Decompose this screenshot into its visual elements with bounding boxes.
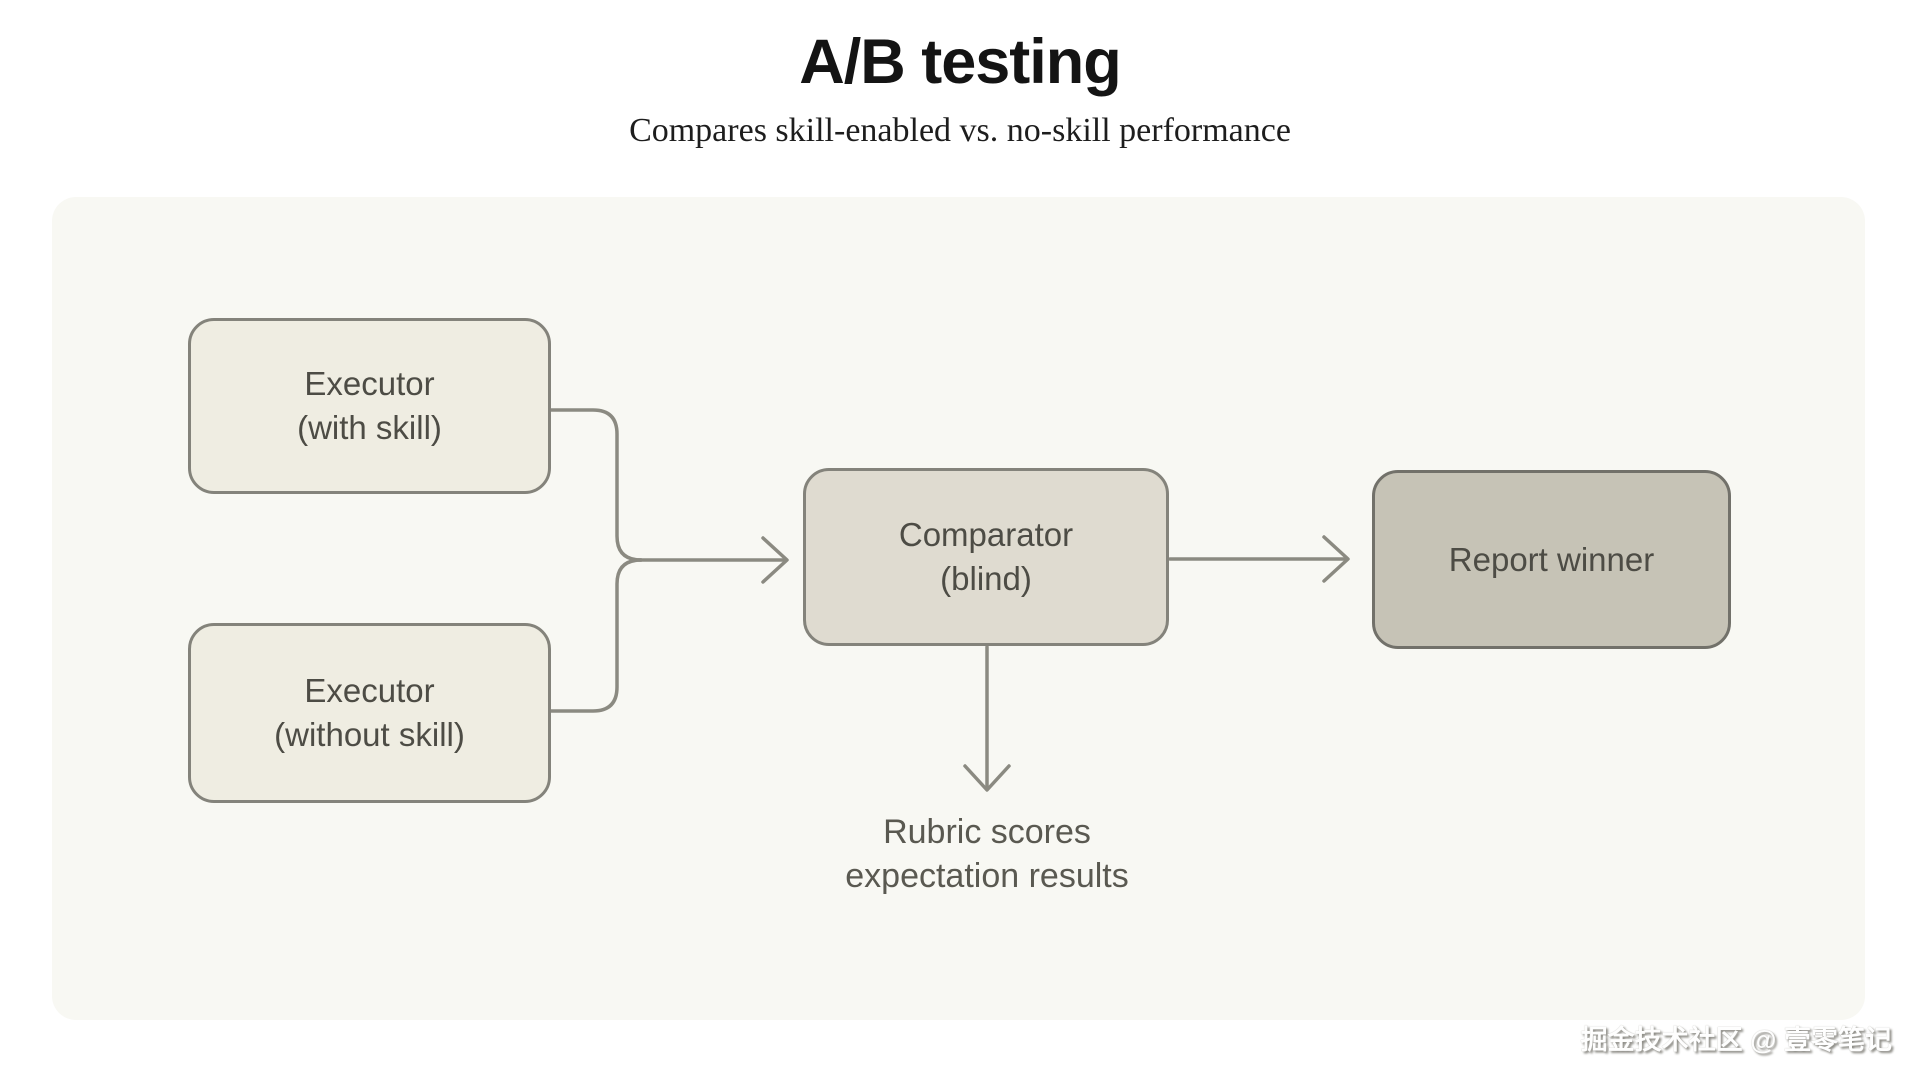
watermark: 掘金技术社区 @ 壹零笔记 — [1580, 1025, 1892, 1055]
comparator-output-note: Rubric scores expectation results — [845, 810, 1129, 898]
note-line: expectation results — [845, 857, 1129, 895]
note-line: Rubric scores — [883, 813, 1091, 851]
node-label-line: Executor — [304, 672, 435, 709]
node-executor-without-skill: Executor (without skill) — [188, 623, 551, 803]
node-label-line: Comparator — [898, 516, 1074, 553]
page-subtitle: Compares skill-enabled vs. no-skill perf… — [629, 112, 1291, 149]
node-label-line: (with skill) — [297, 409, 442, 446]
node-report-winner: Report winner — [1372, 470, 1731, 649]
page-title: A/B testing — [799, 27, 1122, 97]
node-label-line: (without skill) — [274, 716, 465, 753]
node-comparator-blind: Comparator (blind) — [803, 468, 1169, 646]
node-executor-with-skill: Executor (with skill) — [188, 318, 551, 494]
node-label-line: (blind) — [940, 560, 1032, 597]
node-label-line: Executor — [304, 365, 435, 402]
node-label-line: Report winner — [1448, 540, 1655, 578]
